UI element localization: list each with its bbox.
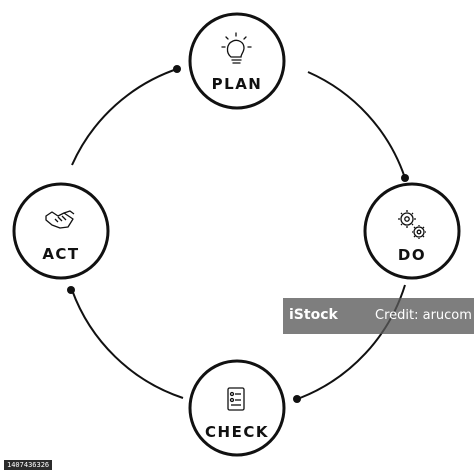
dot-near-plan bbox=[173, 65, 181, 73]
node-plan: PLAN bbox=[188, 12, 286, 110]
dot-near-do bbox=[401, 174, 409, 182]
lightbulb-icon bbox=[221, 32, 252, 64]
plan-label: PLAN bbox=[212, 75, 263, 93]
node-act: ACT bbox=[12, 182, 110, 280]
handshake-icon bbox=[45, 210, 75, 229]
node-check: CHECK bbox=[188, 359, 286, 457]
node-do: DO bbox=[363, 182, 461, 280]
watermark-credit: Credit: arucom bbox=[375, 308, 472, 323]
dot-near-act bbox=[67, 286, 75, 294]
watermark-banner: iStock Credit: arucom bbox=[283, 298, 474, 334]
arc-act-to-plan bbox=[71, 67, 181, 166]
check-label: CHECK bbox=[205, 423, 269, 441]
dot-near-check bbox=[293, 395, 301, 403]
watermark-logo: iStock bbox=[289, 307, 338, 323]
arc-plan-to-do bbox=[307, 71, 406, 179]
cycle-dots bbox=[67, 65, 409, 403]
watermark-image-id: 1407436326 bbox=[4, 460, 53, 470]
gears-icon bbox=[398, 210, 426, 239]
checklist-icon bbox=[227, 387, 245, 411]
act-label: ACT bbox=[42, 245, 79, 263]
arc-check-to-act bbox=[71, 289, 184, 399]
cycle-arcs bbox=[71, 67, 406, 399]
do-label: DO bbox=[398, 246, 426, 264]
